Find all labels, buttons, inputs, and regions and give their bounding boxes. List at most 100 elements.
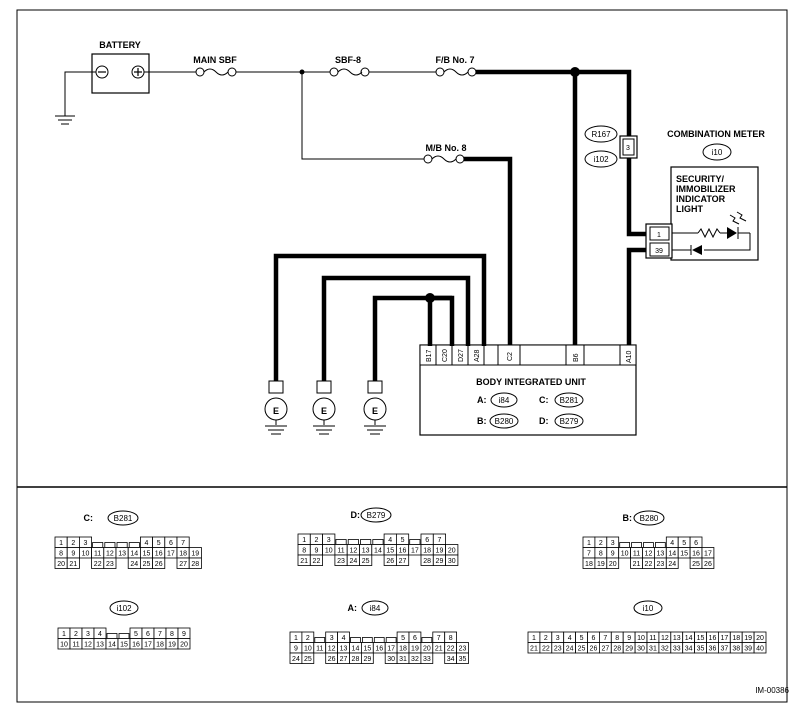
pin-label: 5 xyxy=(157,540,161,547)
pin-label: 7 xyxy=(181,540,185,547)
connector-i102-label: i102 xyxy=(593,155,609,164)
connector-d-header: D: B279 xyxy=(351,507,392,523)
pin-label: 12 xyxy=(106,551,114,558)
pin-label: 3 xyxy=(86,631,90,638)
pin-label: 12 xyxy=(328,646,336,653)
fuse-main-sbf: MAIN SBF xyxy=(193,55,237,77)
connector-a-name: i84 xyxy=(370,604,381,613)
pin-label: 29 xyxy=(363,656,371,663)
pin-label: 24 xyxy=(668,561,676,568)
pin-label: 27 xyxy=(340,656,348,663)
connector-b-prefix: B: xyxy=(623,513,633,523)
pin-label: 17 xyxy=(387,646,395,653)
connector-i10-name: i10 xyxy=(643,604,654,613)
pin-label: 39 xyxy=(744,646,752,653)
connector-key-tab xyxy=(360,539,372,545)
unit-a-conn: i84 xyxy=(499,396,510,405)
pin-label: 28 xyxy=(423,558,431,565)
unit-pin-a28: A28 xyxy=(474,349,481,362)
indicator-label-line-1: SECURITY/ xyxy=(676,174,725,184)
pin-label: 18 xyxy=(156,642,164,649)
pin-cell xyxy=(445,554,459,566)
pin-label: 8 xyxy=(59,551,63,558)
pin-cell xyxy=(301,652,315,664)
combination-meter-box xyxy=(670,166,759,261)
connector-b-header: B: B280 xyxy=(623,510,665,526)
pin-label: 4 xyxy=(670,540,674,547)
indicator-label-line-2: IMMOBILIZER xyxy=(676,184,736,194)
pin-label: 27 xyxy=(601,646,609,653)
pin-label: 9 xyxy=(182,631,186,638)
pin-label: 14 xyxy=(352,646,360,653)
connector-key-tab xyxy=(409,539,421,545)
pin-label: 22 xyxy=(542,646,550,653)
pin-label: 18 xyxy=(732,635,740,642)
pin-cell xyxy=(420,652,434,664)
pin-label: 9 xyxy=(627,635,631,642)
pin-label: 17 xyxy=(167,551,175,558)
pin-label: 6 xyxy=(591,635,595,642)
unit-pin-row xyxy=(419,344,637,366)
pin-label: 6 xyxy=(413,635,417,642)
pin-label: 5 xyxy=(682,540,686,547)
pin-label: 3 xyxy=(556,635,560,642)
connector-key-tab xyxy=(385,637,397,643)
connector-key-tab xyxy=(118,633,130,639)
pin-label: 21 xyxy=(530,646,538,653)
pin-label: 22 xyxy=(313,558,321,565)
pin-label: 21 xyxy=(633,561,641,568)
meter-pin-1: 1 xyxy=(657,232,661,239)
pin-label: 10 xyxy=(304,646,312,653)
connector-i102-header: i102 xyxy=(109,600,139,616)
pin-label: 5 xyxy=(401,635,405,642)
connector-key-tab xyxy=(350,637,361,643)
pin-label: 16 xyxy=(399,548,407,555)
pin-label: 26 xyxy=(590,646,598,653)
connector-key-tab xyxy=(314,637,326,643)
pin-label: 7 xyxy=(587,551,591,558)
pin-label: 7 xyxy=(603,635,607,642)
pin-label: 19 xyxy=(191,551,199,558)
pin-label: 2 xyxy=(74,631,78,638)
connector-pin-3: 3 xyxy=(626,145,630,152)
pin-label: 26 xyxy=(328,656,336,663)
unit-d-conn: B279 xyxy=(560,417,579,426)
pin-cell xyxy=(360,652,374,664)
pin-label: 20 xyxy=(57,561,65,568)
connector-c-prefix: C: xyxy=(84,513,94,523)
pin-label: 19 xyxy=(436,548,444,555)
pin-label: 11 xyxy=(316,646,323,653)
pin-label: 1 xyxy=(587,540,591,547)
pin-cell xyxy=(66,557,80,569)
connector-key-tab xyxy=(643,542,654,548)
pin-label: 13 xyxy=(656,551,664,558)
unit-pin-c2: C2 xyxy=(507,352,514,361)
combination-meter-title: COMBINATION METER xyxy=(667,129,765,139)
pin-label: 35 xyxy=(459,656,467,663)
pin-label: 4 xyxy=(568,635,572,642)
pin-label: 2 xyxy=(544,635,548,642)
unit-pin-a10: A10 xyxy=(626,350,633,363)
pin-label: 2 xyxy=(306,635,310,642)
connector-c-header: C: B281 xyxy=(84,510,139,526)
pin-label: 18 xyxy=(423,548,431,555)
pin-label: 17 xyxy=(144,642,152,649)
unit-pins: B17 C20 D27 A28 C2 B6 A10 xyxy=(426,345,633,365)
combination-meter-connector-label: i10 xyxy=(712,148,723,157)
pin-label: 28 xyxy=(613,646,621,653)
pin-label: 17 xyxy=(704,551,712,558)
unit-c-conn: B281 xyxy=(560,396,579,405)
pin-label: 37 xyxy=(720,646,728,653)
pin-label: 11 xyxy=(633,551,640,558)
connector-key-tab xyxy=(92,542,104,548)
pin-cell xyxy=(395,554,410,566)
pin-label: 26 xyxy=(386,558,394,565)
pin-label: 21 xyxy=(69,561,77,568)
diagram-border xyxy=(16,9,788,703)
connector-a-prefix: A: xyxy=(348,603,358,613)
connector-key-tab xyxy=(361,637,373,643)
pin-label: 24 xyxy=(349,558,357,565)
